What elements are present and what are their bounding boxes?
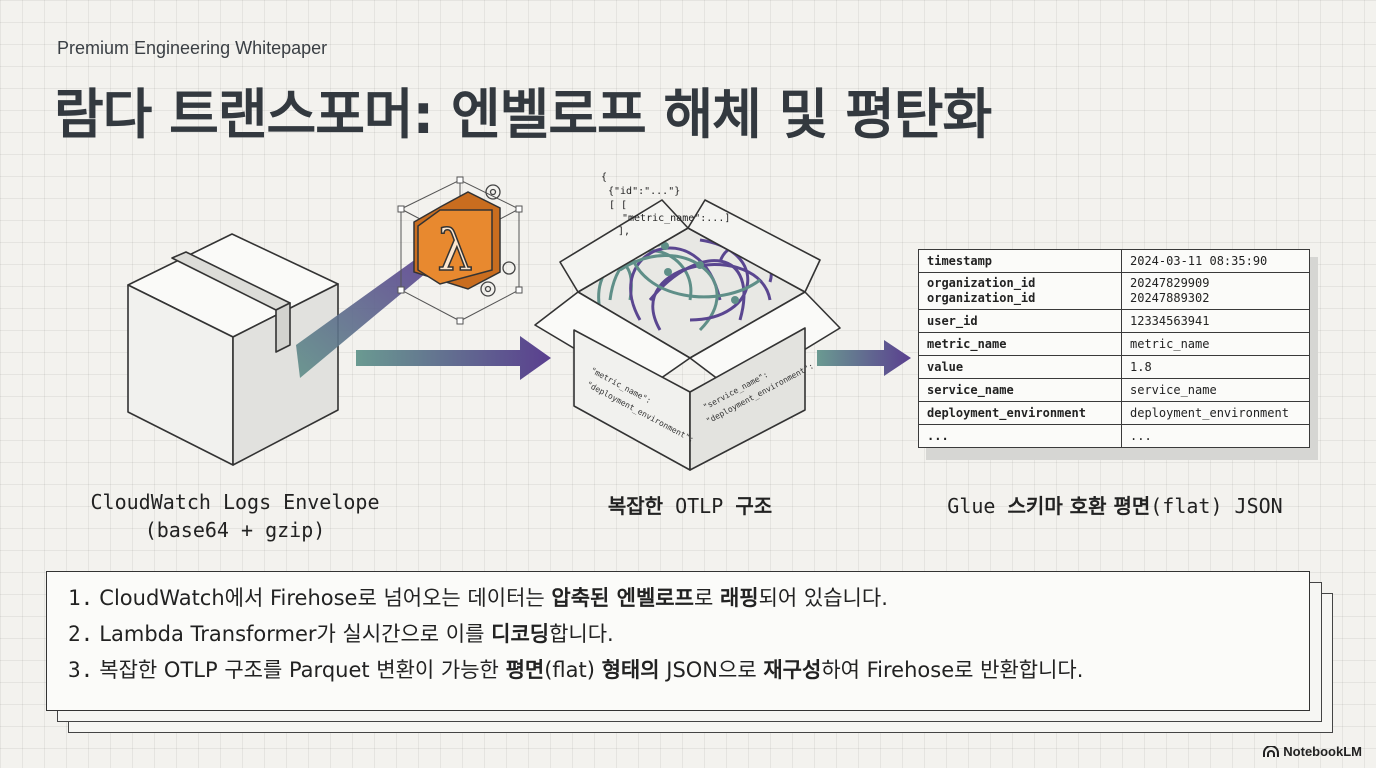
table-value-cell: ... bbox=[1121, 424, 1310, 448]
note-emphasis: 형태의 bbox=[601, 658, 660, 682]
table-key-cell: metric_name bbox=[918, 332, 1122, 356]
gear-icon bbox=[480, 184, 516, 297]
note-emphasis: 압축된 엔벨로프 bbox=[551, 586, 694, 610]
table-value-cell: service_name bbox=[1121, 378, 1310, 402]
note-text: JSON으로 bbox=[659, 658, 764, 682]
note-number: 2. bbox=[68, 622, 94, 646]
notebooklm-logo-icon bbox=[1263, 745, 1280, 757]
note-emphasis: 디코딩 bbox=[491, 622, 550, 646]
note-text: 합니다. bbox=[549, 622, 614, 646]
table-value-cell: deployment_environment bbox=[1121, 401, 1310, 425]
arrow-right-icon bbox=[817, 340, 911, 376]
table-value-cell: 12334563941 bbox=[1121, 309, 1310, 333]
svg-text:"metric_name":...]: "metric_name":...] bbox=[622, 213, 730, 224]
table-key-cell: service_name bbox=[918, 378, 1122, 402]
table-key-cell: ... bbox=[918, 424, 1122, 448]
note-text: (flat) bbox=[544, 658, 602, 682]
json-snippet: { {"id":"..."} [ [ "metric_name":...] ], bbox=[601, 172, 730, 237]
table-value-cell: 2024-03-11 08:35:90 bbox=[1121, 249, 1310, 273]
page-title: 람다 트랜스포머: 엔벨로프 해체 및 평탄화 bbox=[54, 83, 992, 146]
lambda-transformer-icon: λ bbox=[397, 176, 523, 325]
table-key-cell: value bbox=[918, 355, 1122, 379]
svg-text:{"id":"..."}: {"id":"..."} bbox=[608, 186, 680, 197]
note-text: 하여 Firehose로 반환합니다. bbox=[821, 658, 1084, 682]
eyebrow-text: Premium Engineering Whitepaper bbox=[57, 38, 328, 58]
flat-json-label: Glue 스키마 호환 평면(flat) JSON bbox=[947, 494, 1283, 518]
note-text: 로 bbox=[693, 586, 720, 610]
arrow-right-icon bbox=[356, 336, 551, 380]
note-number: 1. bbox=[68, 586, 94, 610]
table-value-cell: 1.8 bbox=[1121, 355, 1310, 379]
table-value-cell: metric_name bbox=[1121, 332, 1310, 356]
brand-mark: NotebookLM bbox=[1263, 744, 1362, 759]
note-emphasis: 재구성 bbox=[763, 658, 822, 682]
table-key-cell: deployment_environment bbox=[918, 401, 1122, 425]
note-item: 3.복잡한 OTLP 구조를 Parquet 변환이 가능한 평면(flat) … bbox=[54, 652, 1302, 688]
note-text: 복잡한 OTLP 구조를 Parquet 변환이 가능한 bbox=[99, 658, 506, 682]
note-emphasis: 래핑 bbox=[719, 586, 759, 610]
envelope-box-icon bbox=[127, 233, 339, 466]
otlp-open-box-icon bbox=[534, 199, 841, 471]
note-text: CloudWatch에서 Firehose로 넘어오는 데이터는 bbox=[99, 586, 552, 610]
table-key-cell: timestamp bbox=[918, 249, 1122, 273]
summary-notes: 1.CloudWatch에서 Firehose로 넘어오는 데이터는 압축된 엔… bbox=[46, 571, 1333, 733]
note-emphasis: 평면 bbox=[505, 658, 545, 682]
svg-text:[ [: [ [ bbox=[609, 200, 627, 211]
note-text: Lambda Transformer가 실시간으로 이를 bbox=[99, 622, 492, 646]
note-text: 되어 있습니다. bbox=[758, 586, 888, 610]
note-item: 2.Lambda Transformer가 실시간으로 이를 디코딩합니다. bbox=[54, 616, 1302, 652]
table-row: ...... bbox=[918, 424, 1310, 448]
svg-text:],: ], bbox=[618, 226, 630, 237]
lambda-symbol: λ bbox=[437, 219, 473, 284]
note-item: 1.CloudWatch에서 Firehose로 넘어오는 데이터는 압축된 엔… bbox=[54, 580, 1302, 616]
table-key-cell: user_id bbox=[918, 309, 1122, 333]
note-number: 3. bbox=[68, 658, 94, 682]
svg-text:{: { bbox=[601, 172, 607, 183]
envelope-label: CloudWatch Logs Envelope (base64 + gzip) bbox=[90, 490, 380, 542]
otlp-label: 복잡한 OTLP 구조 bbox=[607, 494, 773, 518]
